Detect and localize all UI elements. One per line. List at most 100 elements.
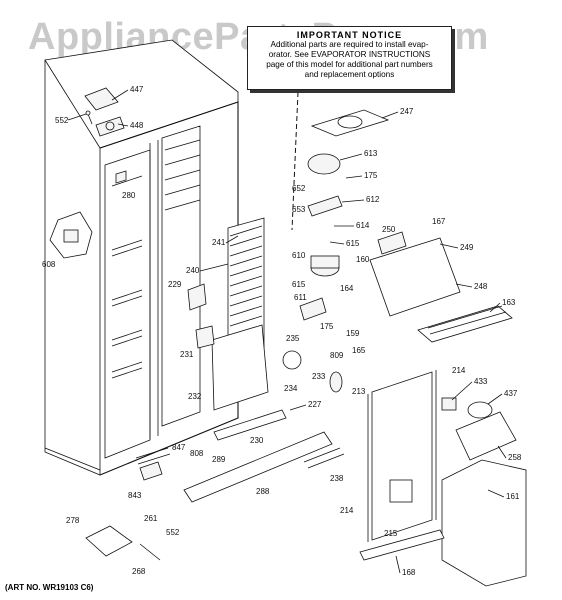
part-label-235: 235 — [286, 334, 300, 343]
part-label-group: 447 552 448 280 608 247 613 175 652 612 … — [42, 85, 522, 577]
part-label-809: 809 — [330, 351, 344, 360]
part-label-249: 249 — [460, 243, 474, 252]
part-168-rail — [359, 529, 445, 561]
part-552-screw — [85, 110, 93, 125]
part-label-164: 164 — [340, 284, 354, 293]
part-label-238: 238 — [330, 474, 344, 483]
part-label-652: 652 — [292, 184, 306, 193]
part-437-lamp — [467, 401, 493, 419]
important-notice-box: IMPORTANT NOTICE Additional parts are re… — [247, 26, 452, 90]
part-label-437: 437 — [504, 389, 518, 398]
part-label-175: 175 — [364, 171, 378, 180]
part-label-613: 613 — [364, 149, 378, 158]
part-label-280: 280 — [122, 191, 136, 200]
part-label-552: 552 — [55, 116, 69, 125]
part-612-bracket — [307, 195, 343, 217]
part-label-843: 843 — [128, 491, 142, 500]
part-label-847: 847 — [172, 443, 186, 452]
part-label-261: 261 — [144, 514, 158, 523]
part-label-615: 615 — [346, 239, 360, 248]
part-258-cover — [455, 411, 517, 461]
part-label-614: 614 — [356, 221, 370, 230]
part-label-433: 433 — [474, 377, 488, 386]
part-847-spring — [135, 447, 171, 465]
part-label-615b: 615 — [292, 280, 306, 289]
part-label-213: 213 — [352, 387, 366, 396]
part-278-hinge — [85, 525, 133, 557]
part-label-165: 165 — [352, 346, 366, 355]
part-label-448: 448 — [130, 121, 144, 130]
part-label-268: 268 — [132, 567, 146, 576]
part-161-panel — [441, 459, 527, 587]
part-label-234: 234 — [284, 384, 298, 393]
part-843-part — [139, 461, 163, 481]
part-232-evaporator-cover — [211, 324, 269, 411]
part-label-289: 289 — [212, 455, 226, 464]
part-label-160: 160 — [356, 255, 370, 264]
part-label-608: 608 — [42, 260, 56, 269]
part-288-duct — [183, 431, 333, 503]
part-163-grille — [417, 305, 513, 343]
part-label-231: 231 — [180, 350, 194, 359]
part-247-cover — [310, 109, 390, 137]
part-label-163: 163 — [502, 298, 516, 307]
part-280-bumper — [115, 170, 127, 184]
part-613-fan-blade — [307, 153, 341, 175]
part-label-214b: 214 — [340, 506, 354, 515]
notice-line-2: orator. See EVAPORATOR INSTRUCTIONS — [268, 50, 431, 59]
part-label-230: 230 — [250, 436, 264, 445]
part-241-evaporator — [227, 217, 265, 359]
part-238-rod — [303, 447, 345, 469]
part-label-161: 161 — [506, 492, 520, 501]
part-label-227: 227 — [308, 400, 322, 409]
part-608-module — [49, 211, 93, 259]
part-230-duct — [213, 409, 287, 441]
art-number: (ART NO. WR19103 C6) — [5, 583, 94, 592]
part-label-248: 248 — [474, 282, 488, 291]
part-label-167: 167 — [432, 217, 446, 226]
part-label-232: 232 — [188, 392, 202, 401]
part-label-288: 288 — [256, 487, 270, 496]
part-611-bracket — [299, 297, 327, 321]
part-234-fan — [282, 350, 302, 370]
part-229-bracket — [187, 283, 207, 311]
part-label-653: 653 — [292, 205, 306, 214]
part-label-612: 612 — [366, 195, 380, 204]
part-231-block — [195, 325, 215, 349]
notice-line-1: Additional parts are required to install… — [270, 40, 429, 49]
part-448-bracket — [95, 116, 125, 137]
part-268-screw — [139, 543, 161, 561]
part-label-447: 447 — [130, 85, 144, 94]
part-label-552b: 552 — [166, 528, 180, 537]
part-809-switch — [329, 371, 343, 393]
notice-title: IMPORTANT NOTICE — [296, 30, 403, 40]
part-label-215: 215 — [384, 529, 398, 538]
part-label-258: 258 — [508, 453, 522, 462]
part-label-168: 168 — [402, 568, 416, 577]
part-label-233: 233 — [312, 372, 326, 381]
part-447-cover — [84, 87, 119, 111]
part-label-250: 250 — [382, 225, 396, 234]
part-label-159: 159 — [346, 329, 360, 338]
part-label-229: 229 — [168, 280, 182, 289]
part-label-241: 241 — [212, 238, 226, 247]
part-label-175b: 175 — [320, 322, 334, 331]
part-433-socket — [441, 397, 457, 411]
notice-line-3: page of this model for additional part n… — [266, 60, 433, 69]
part-213-panel — [371, 371, 433, 541]
part-250-part — [377, 231, 407, 255]
notice-line-4: and replacement options — [304, 70, 395, 79]
part-label-240: 240 — [186, 266, 200, 275]
cabinet-case — [44, 39, 239, 476]
part-label-278: 278 — [66, 516, 80, 525]
part-label-808: 808 — [190, 449, 204, 458]
part-248-duct-housing — [369, 237, 461, 317]
part-label-214: 214 — [452, 366, 466, 375]
part-label-247: 247 — [400, 107, 414, 116]
part-label-610: 610 — [292, 251, 306, 260]
part-214-trim — [367, 370, 437, 542]
leader-lines — [67, 89, 507, 574]
part-610-fan-motor — [310, 255, 340, 277]
part-label-611: 611 — [294, 293, 307, 302]
